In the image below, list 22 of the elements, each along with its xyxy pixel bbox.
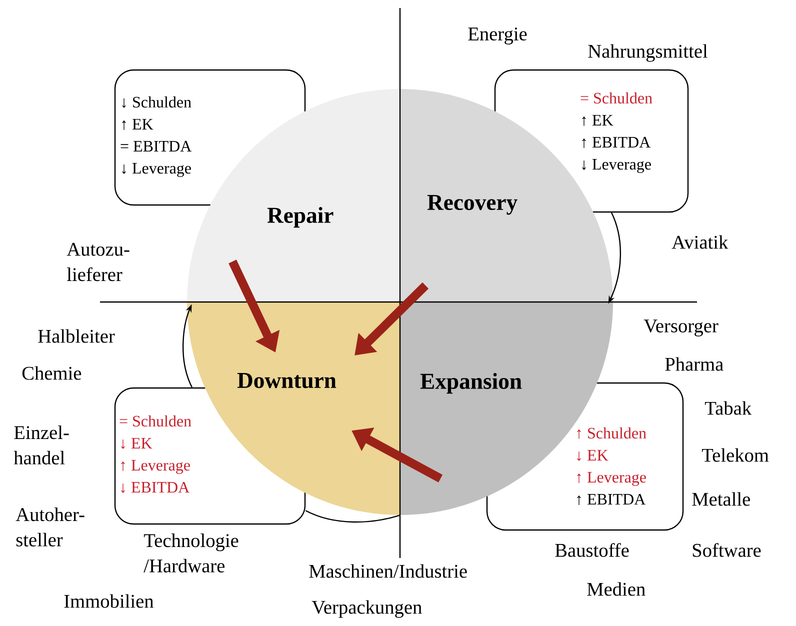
industry-label: Tabak	[704, 401, 752, 415]
industry-label: Maschinen/Industrie	[309, 564, 467, 578]
industry-label: Medien	[587, 582, 646, 596]
industry-label: Chemie	[22, 366, 82, 380]
industry-label: Einzel- handel	[14, 426, 69, 464]
industry-label: Autozu- lieferer	[66, 242, 130, 282]
industry-label: Technologie /Hardware	[144, 534, 238, 572]
industry-label: Aviatik	[672, 235, 728, 249]
industry-label: Energie	[468, 28, 527, 44]
indicator-box: ↓ Schulden ↑ EK = EBITDA ↓ Leverage	[114, 69, 306, 206]
indicator-box: = Schulden ↓ EK ↑ Leverage ↓ EBITDA	[114, 387, 306, 525]
industry-label: Telekom	[702, 448, 769, 462]
industry-label: Baustoffe	[555, 543, 629, 557]
industry-label: Versorger	[644, 320, 718, 336]
industry-label: Verpackungen	[312, 600, 422, 618]
industry-label: Immobilien	[64, 594, 154, 608]
industry-label: Nahrungsmittel	[588, 44, 708, 62]
curved-line	[305, 510, 400, 523]
industry-label: Pharma	[665, 357, 724, 371]
industry-label: Autoher- steller	[16, 508, 84, 546]
industry-label: Software	[692, 543, 761, 557]
industry-label: Halbleiter	[38, 329, 115, 343]
